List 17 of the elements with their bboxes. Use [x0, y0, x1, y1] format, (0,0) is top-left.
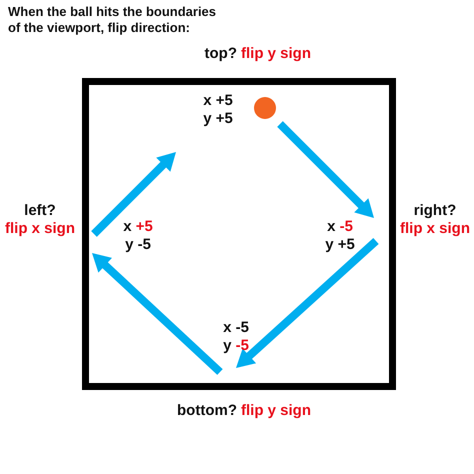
- title: When the ball hits the boundaries of the viewport, flip direction:: [8, 4, 218, 36]
- question-text: right?: [414, 202, 456, 220]
- rule-text: flip y sign: [241, 402, 312, 420]
- velocity-text: y +5: [325, 236, 355, 254]
- velocity-text: y +5: [203, 110, 233, 128]
- question-text: bottom?: [177, 402, 237, 420]
- rule-text: flip x sign: [400, 220, 470, 238]
- question-text: top?: [204, 45, 237, 63]
- velocity-text: x +5: [203, 92, 233, 110]
- rule-text: flip x sign: [5, 220, 75, 238]
- velocity-text: y -5: [223, 337, 249, 355]
- question-text: left?: [24, 202, 56, 220]
- velocity-text: y -5: [125, 236, 151, 254]
- velocity-text: x -5: [327, 218, 353, 236]
- rule-text: flip y sign: [241, 45, 312, 63]
- velocity-text: x -5: [223, 319, 249, 337]
- velocity-text: x +5: [123, 218, 153, 236]
